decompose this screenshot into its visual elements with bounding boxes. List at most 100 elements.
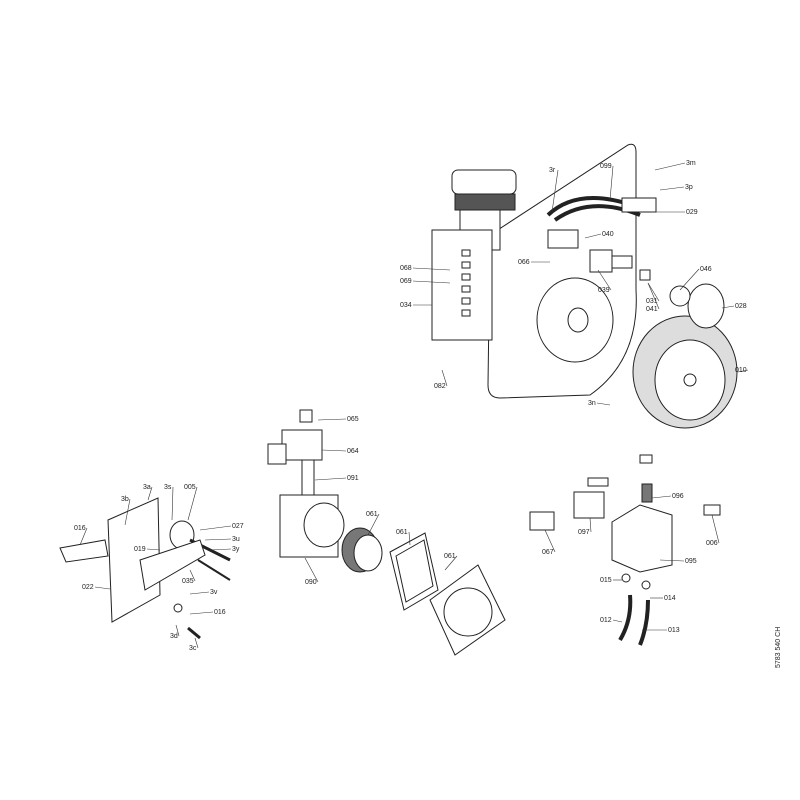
part-label: 005 xyxy=(184,484,196,491)
part-label: 061 xyxy=(366,511,378,518)
part-label: 040 xyxy=(602,231,614,238)
part-label: 041 xyxy=(646,306,658,313)
part-label: 082 xyxy=(434,383,446,390)
photocell-and-connectors xyxy=(547,197,657,281)
leader-line xyxy=(679,268,700,291)
leader-line xyxy=(304,557,319,583)
pump-valve-block xyxy=(529,454,721,646)
leader-line xyxy=(711,514,720,544)
part-label: 065 xyxy=(347,416,359,423)
part-label: 014 xyxy=(664,595,676,602)
part-label: 3a xyxy=(143,484,151,491)
leader-line xyxy=(408,531,411,546)
part-label: 015 xyxy=(600,577,612,584)
part-label: 013 xyxy=(668,627,680,634)
part-label: 090 xyxy=(305,579,317,586)
fan-wheel xyxy=(632,315,738,429)
part-label: 067 xyxy=(542,549,554,556)
leader-line xyxy=(367,513,380,536)
fan-motor xyxy=(536,277,614,363)
leader-line xyxy=(189,591,210,595)
leader-line xyxy=(597,269,612,291)
oil-pump xyxy=(279,459,345,558)
part-label: 010 xyxy=(735,367,747,374)
gear-filter xyxy=(341,527,383,573)
leader-line xyxy=(441,369,448,387)
part-label: 061 xyxy=(396,529,408,536)
part-label: 031 xyxy=(646,298,658,305)
leader-line xyxy=(412,267,451,271)
part-label: 3r xyxy=(549,167,556,174)
leader-line xyxy=(444,555,458,571)
part-label: 016 xyxy=(74,525,86,532)
part-label: 029 xyxy=(686,209,698,216)
part-label: 019 xyxy=(134,546,146,553)
leader-line xyxy=(146,548,161,551)
leader-line xyxy=(317,418,347,421)
leader-line xyxy=(124,498,131,526)
leader-line xyxy=(551,169,559,213)
leader-line xyxy=(314,477,347,481)
part-label: 022 xyxy=(82,584,94,591)
air-damper-disc xyxy=(669,283,725,329)
part-label: 016 xyxy=(214,609,226,616)
part-label: 028 xyxy=(735,303,747,310)
part-label: 069 xyxy=(400,278,412,285)
part-label: 066 xyxy=(518,259,530,266)
leader-line xyxy=(596,402,611,406)
leader-line xyxy=(187,486,198,521)
leader-line xyxy=(654,162,686,171)
leader-line xyxy=(647,282,660,310)
part-label: 3u xyxy=(232,536,240,543)
leader-line xyxy=(189,569,196,582)
part-label: 097 xyxy=(578,529,590,536)
leader-line xyxy=(209,548,232,551)
part-label: 3m xyxy=(686,160,696,167)
part-label: 3d xyxy=(170,633,178,640)
part-label: 3v xyxy=(210,589,218,596)
part-label: 034 xyxy=(400,302,412,309)
part-label: 039 xyxy=(598,287,610,294)
leader-line xyxy=(609,165,614,201)
part-label: 3s xyxy=(164,484,172,491)
leader-line xyxy=(147,486,153,501)
part-label: 3p xyxy=(685,184,693,191)
solenoid-coil xyxy=(267,409,323,465)
leader-line xyxy=(612,619,623,623)
part-label: 035 xyxy=(182,578,194,585)
part-label: 006 xyxy=(706,540,718,547)
part-label: 064 xyxy=(347,448,359,455)
part-label: 061 xyxy=(444,553,456,560)
leader-line xyxy=(721,305,735,309)
leader-line xyxy=(79,527,88,546)
part-label: 099 xyxy=(600,163,612,170)
part-label: 046 xyxy=(700,266,712,273)
leader-line xyxy=(189,611,214,615)
part-label: 3c xyxy=(189,645,197,652)
leader-line xyxy=(171,486,174,521)
ignition-bracket xyxy=(59,497,231,640)
leader-line xyxy=(651,495,672,499)
part-label: 091 xyxy=(347,475,359,482)
part-label: 027 xyxy=(232,523,244,530)
drawing-number: 5783 540 CH xyxy=(775,627,782,668)
ignition-transformer xyxy=(431,169,517,341)
leader-line xyxy=(204,538,232,541)
leader-line xyxy=(589,517,592,533)
part-label: 096 xyxy=(672,493,684,500)
leader-line xyxy=(199,525,232,531)
leader-line xyxy=(659,186,685,191)
leader-line xyxy=(584,233,602,239)
part-label: 3y xyxy=(232,546,240,553)
part-label: 3n xyxy=(588,400,596,407)
leader-line xyxy=(647,282,660,302)
leader-line xyxy=(194,637,199,649)
leader-line xyxy=(544,529,556,553)
gasket xyxy=(389,532,439,611)
part-label: 3b xyxy=(121,496,129,503)
leader-line xyxy=(175,624,180,637)
part-label: 095 xyxy=(685,558,697,565)
leader-line xyxy=(737,369,749,373)
